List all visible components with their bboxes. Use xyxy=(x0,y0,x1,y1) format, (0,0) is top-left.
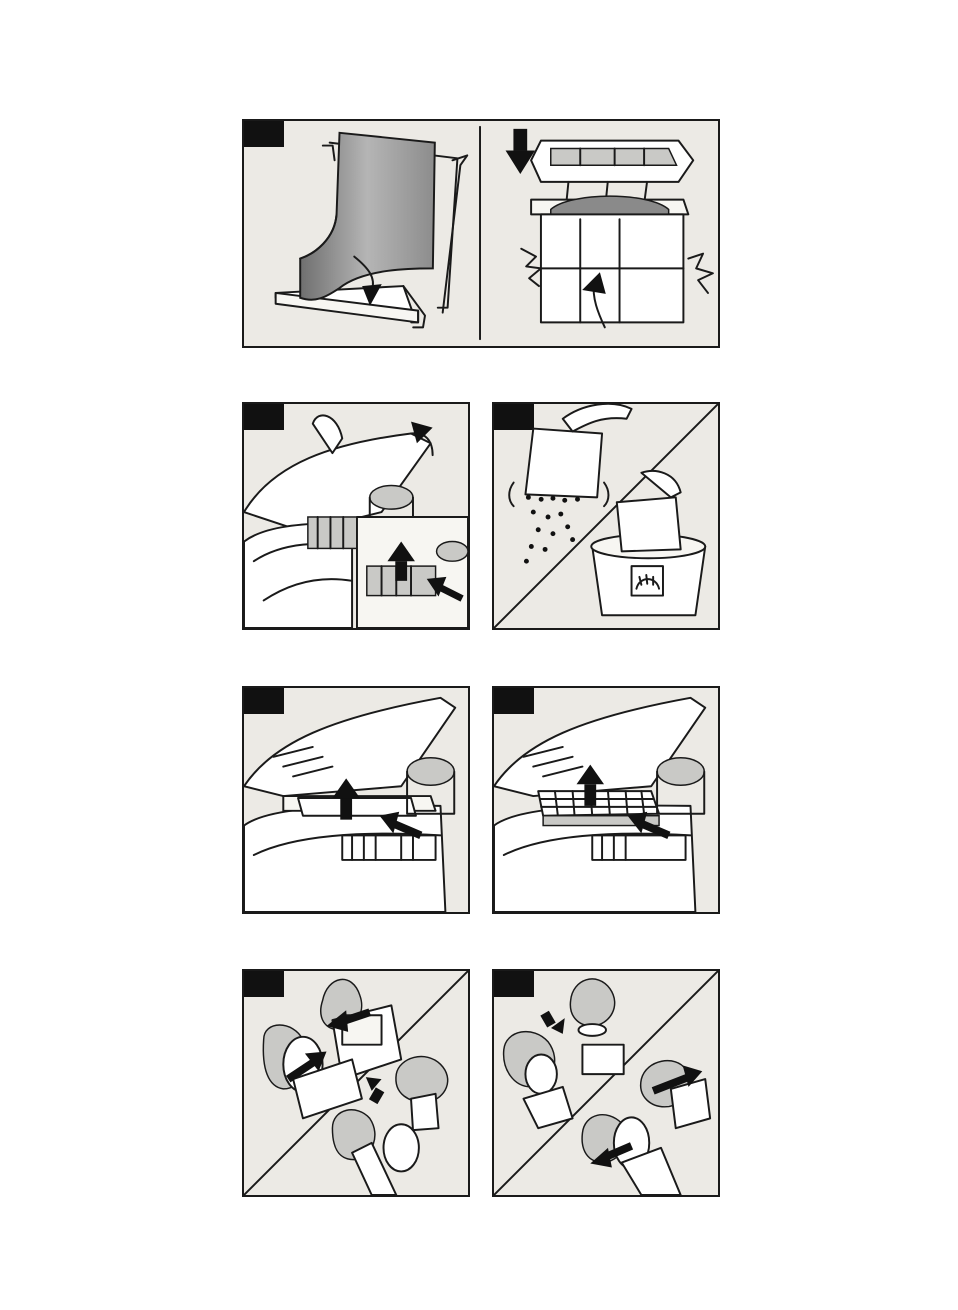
illustration-panel-filter-removal xyxy=(242,686,470,914)
illustration-panel-filter-lid xyxy=(242,119,720,348)
filter-frame-illustration xyxy=(244,121,718,346)
illustration-panel-washing xyxy=(492,402,720,630)
cap-insertion-illustration xyxy=(494,971,718,1195)
filter-insertion-illustration xyxy=(494,688,718,912)
illustration-panel-cap-removal xyxy=(242,969,470,1197)
filter-removal-illustration xyxy=(244,688,468,912)
appliance-lid-illustration xyxy=(244,404,468,628)
illustration-panel-filter-insertion xyxy=(492,686,720,914)
washing-illustration xyxy=(494,404,718,628)
illustration-panel-cap-insertion xyxy=(492,969,720,1197)
illustration-panel-appliance-open xyxy=(242,402,470,630)
cap-removal-illustration xyxy=(244,971,468,1195)
